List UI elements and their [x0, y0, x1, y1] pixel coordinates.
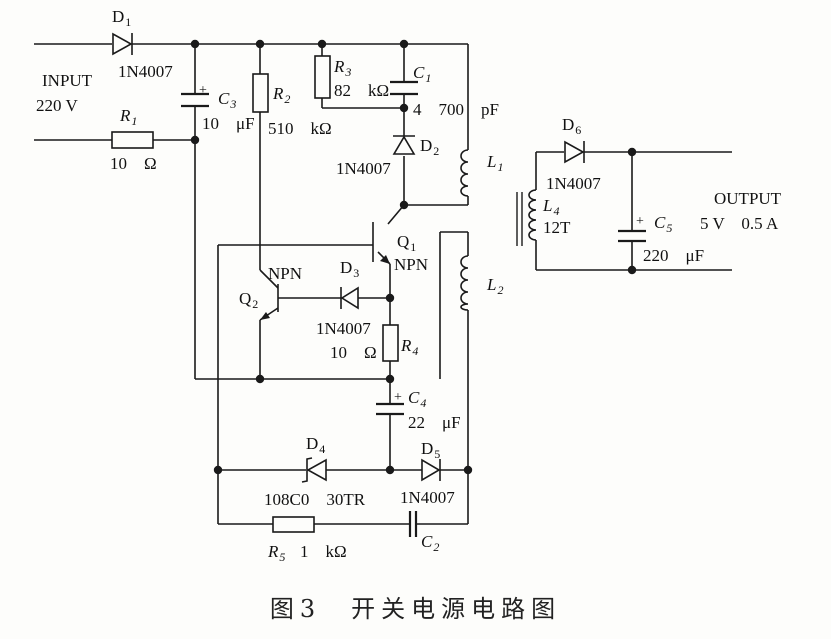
value-r5: 1 kΩ — [300, 542, 347, 561]
label-r2: R2 — [273, 84, 291, 106]
label-c2: C2 — [421, 532, 440, 554]
value-d5: 1N4007 — [400, 488, 455, 507]
label-c5: C5 — [654, 213, 673, 235]
value-d2: 1N4007 — [336, 159, 391, 178]
resistor-r3-symbol — [314, 55, 331, 99]
inductor-l4-coil — [528, 189, 537, 241]
resistor-r4-symbol — [382, 324, 399, 362]
value-r3: 82 kΩ — [334, 81, 390, 100]
label-q1: Q1 — [397, 232, 417, 254]
label-l1: L1 — [487, 152, 504, 174]
resistor-r1-symbol — [111, 131, 154, 149]
label-d5: D5 — [421, 439, 441, 461]
resistor-r5-symbol — [272, 516, 315, 533]
value-d4: 108C0 30TR — [264, 490, 366, 509]
type-q1: NPN — [394, 255, 429, 274]
value-r1: 10 Ω — [110, 154, 157, 173]
c5-plus-sign: + — [636, 214, 644, 229]
label-l4: L4 — [543, 196, 560, 218]
label-r3: R3 — [334, 57, 352, 79]
label-r4: R4 — [401, 336, 419, 358]
value-c5: 220 μF — [643, 246, 705, 265]
resistor-r2-symbol — [252, 73, 269, 113]
label-d1: D1 — [112, 7, 132, 29]
value-d3: 1N4007 — [316, 319, 371, 338]
label-d6: D6 — [562, 115, 582, 137]
output-title: OUTPUT — [714, 189, 782, 208]
value-c3: 10 μF — [202, 114, 255, 133]
label-d3: D3 — [340, 258, 360, 280]
label-r1: R1 — [120, 106, 138, 128]
label-l2: L2 — [487, 275, 504, 297]
turns-l4: 12T — [543, 218, 571, 237]
value-c4: 22 μF — [408, 413, 461, 432]
value-d6: 1N4007 — [546, 174, 601, 193]
value-r4: 10 Ω — [330, 343, 377, 362]
input-voltage: 220 V — [36, 96, 78, 115]
label-d4: D4 — [306, 434, 326, 456]
c3-plus-sign: + — [199, 83, 207, 98]
label-r5: R5 — [268, 542, 286, 564]
c4-plus-sign: + — [394, 390, 402, 405]
label-c3: C3 — [218, 89, 237, 111]
label-q2: Q2 — [239, 289, 259, 311]
value-d1: 1N4007 — [118, 62, 173, 81]
label-d2: D2 — [420, 136, 440, 158]
label-c1: C1 — [413, 63, 432, 85]
inductor-l1-coil — [460, 149, 469, 197]
figure-caption: 图3 开关电源电路图 — [269, 595, 562, 623]
inductor-l2-coil — [460, 255, 469, 311]
input-title: INPUT — [42, 71, 93, 90]
label-c4: C4 — [408, 388, 427, 410]
type-q2: NPN — [268, 264, 303, 283]
value-c1: 4 700 pF — [413, 100, 499, 119]
value-r2: 510 kΩ — [268, 119, 332, 138]
output-spec: 5 V 0.5 A — [700, 214, 779, 233]
